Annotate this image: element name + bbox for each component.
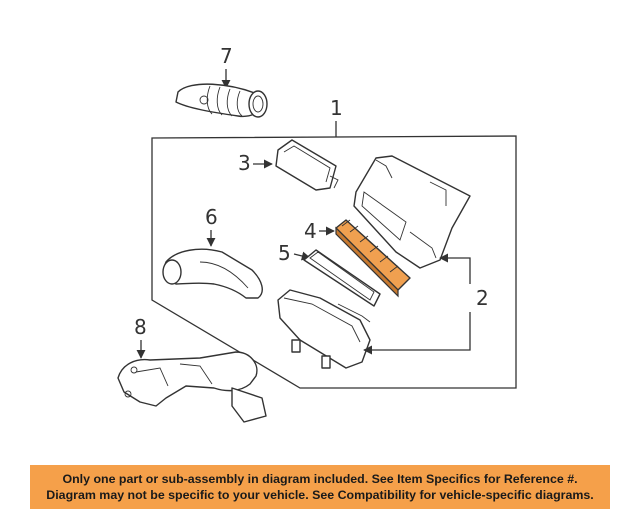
assembly-outline xyxy=(151,135,517,389)
sensor-cover xyxy=(275,139,339,191)
callout-8: 8 xyxy=(134,315,147,339)
callout-1: 1 xyxy=(330,96,343,120)
callout-3: 3 xyxy=(238,151,251,175)
disclaimer-banner: Only one part or sub-assembly in diagram… xyxy=(30,465,610,509)
callout-6: 6 xyxy=(205,205,218,229)
callout-7: 7 xyxy=(220,44,233,68)
intake-tube xyxy=(175,83,268,118)
leader-2 xyxy=(439,253,471,284)
callout-5: 5 xyxy=(278,241,291,265)
disclaimer-line-1: Only one part or sub-assembly in diagram… xyxy=(62,472,578,486)
air-filter-element xyxy=(335,219,411,298)
air-duct xyxy=(162,248,263,299)
callout-2: 2 xyxy=(476,286,489,310)
disclaimer-line-2: Diagram may not be specific to your vehi… xyxy=(46,488,594,502)
air-box-lower xyxy=(277,289,371,369)
lower-air-duct xyxy=(117,351,267,423)
parts-diagram: 1 7 3 6 8 5 xyxy=(117,44,517,423)
leader-2b xyxy=(363,312,471,355)
filter-frame xyxy=(303,249,381,307)
callout-4: 4 xyxy=(304,219,317,243)
air-box-upper xyxy=(353,155,471,269)
